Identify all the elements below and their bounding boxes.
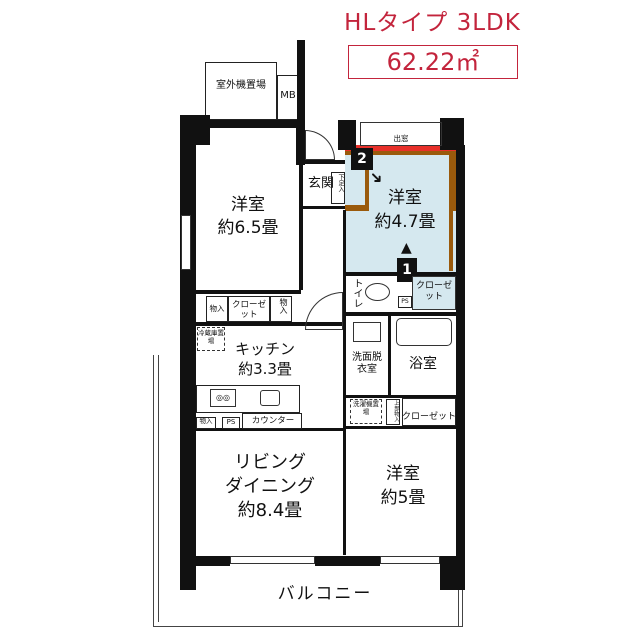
- washer-space: [350, 399, 382, 424]
- living-name-2: ダイニング: [225, 476, 315, 497]
- closet-1-label: クローゼット: [231, 300, 266, 321]
- closet-blue: [412, 276, 456, 310]
- storage-3: [196, 417, 216, 429]
- kitchen-counter: [196, 385, 300, 413]
- wall-int-7: [388, 312, 391, 397]
- stove-icon: ◎◎: [210, 389, 236, 407]
- outdoor-unit-area: [205, 62, 277, 120]
- storage-3-label: 物入: [199, 417, 213, 425]
- ps-label-2: PS: [226, 418, 236, 426]
- entrance-door[interactable]: [305, 130, 335, 160]
- western-room-3-size: 約5畳: [380, 488, 426, 508]
- washbasin-icon: [353, 322, 381, 342]
- western-room-2-name: 洋室: [388, 188, 422, 208]
- wall-int-9: [345, 426, 457, 429]
- bay-window: [360, 122, 442, 146]
- inner-wall-brown-right: [449, 151, 453, 271]
- closet-blue-label: クローゼット: [415, 281, 452, 302]
- wall-int-4: [343, 210, 346, 555]
- inner-wall-brown-2: [345, 205, 369, 211]
- wall-int-11: [300, 160, 345, 164]
- wall-bottom-r: [440, 556, 465, 590]
- wall-top-1: [205, 120, 305, 128]
- upper-storage-label: 上部物入: [393, 400, 399, 422]
- ps-label-1: PS: [401, 298, 409, 305]
- storage-2: [270, 296, 292, 322]
- wall-bottom-l: [180, 556, 230, 566]
- wall-int-12: [300, 206, 345, 209]
- closet-2: [402, 398, 456, 426]
- wall-left: [180, 115, 196, 590]
- counter-area: [242, 413, 302, 429]
- ps-box-1: [398, 296, 412, 308]
- balcony-rail-right: [458, 560, 463, 627]
- washroom-label: 洗面脱衣室: [352, 352, 382, 375]
- kitchen-size: 約3.3畳: [238, 360, 292, 378]
- type-label: HLタイプ 3LDK: [344, 10, 521, 36]
- window-bottom-left: [230, 556, 315, 564]
- wall-bottom-mid: [315, 556, 380, 566]
- washer-label: 洗濯機置場: [353, 400, 379, 416]
- storage-1-label: 物入: [209, 304, 225, 313]
- window-left: [181, 215, 191, 270]
- fridge-label: 冷蔵庫置場: [198, 329, 224, 345]
- closet-1: [228, 296, 270, 322]
- area-badge: 62.22㎡: [348, 45, 518, 79]
- window-bottom-right: [380, 556, 440, 564]
- storage-1: [206, 296, 228, 322]
- sink-icon: [260, 390, 280, 406]
- hall-door[interactable]: [305, 292, 343, 330]
- shoe-storage: [331, 172, 345, 204]
- wall: [297, 40, 305, 120]
- bath-label: 浴室: [409, 356, 437, 372]
- living-size: 約8.4畳: [237, 500, 303, 521]
- western-room-1-name: 洋室: [231, 195, 265, 215]
- shoe-storage-label: 下足入: [337, 174, 344, 192]
- wall-bottom-l2: [180, 566, 196, 590]
- western-room-3-name: 洋室: [386, 464, 420, 484]
- toilet-label: トイレ: [351, 278, 362, 308]
- western-room-2-size: 約4.7畳: [374, 212, 436, 232]
- fridge-space: [197, 327, 225, 351]
- storage-2-label: 物入: [279, 298, 288, 314]
- mb-label: MB: [280, 90, 296, 101]
- counter-label: カウンター: [251, 416, 295, 426]
- inner-wall-brown-3: [365, 151, 369, 209]
- entrance-label: 玄関: [307, 176, 334, 191]
- inner-wall-brown: [345, 151, 457, 211]
- wall-right: [456, 145, 465, 590]
- outdoor-unit-label: 室外機置場: [216, 80, 266, 91]
- ps-box-2: [222, 417, 240, 429]
- wall-int-1: [299, 165, 303, 290]
- bay-window-label: 出窓: [393, 134, 409, 143]
- marker-2: 2: [351, 148, 373, 170]
- arrow-up-icon: ▲: [401, 240, 412, 256]
- wall-top-2: [338, 120, 356, 150]
- balcony-label: バルコニー: [277, 584, 373, 604]
- wall-int-6: [345, 312, 457, 316]
- wall-int-2: [196, 290, 301, 294]
- living-name: リビング: [234, 452, 306, 473]
- bathtub-icon: [396, 318, 452, 346]
- wall-int-8: [345, 395, 457, 398]
- balcony-rail-inner: [158, 355, 159, 622]
- wall-corner-tr: [440, 118, 464, 150]
- wall-int-3: [196, 322, 346, 326]
- western-room-1-size: 約6.5畳: [217, 218, 279, 238]
- upper-storage: [386, 399, 400, 425]
- toilet-icon: [365, 283, 390, 301]
- kitchen-name: キッチン: [234, 340, 295, 358]
- balcony-rail: [153, 355, 463, 627]
- wall-int-10: [196, 428, 346, 431]
- closet-2-label: クローゼット: [402, 412, 457, 422]
- wall-mid-v: [296, 120, 305, 165]
